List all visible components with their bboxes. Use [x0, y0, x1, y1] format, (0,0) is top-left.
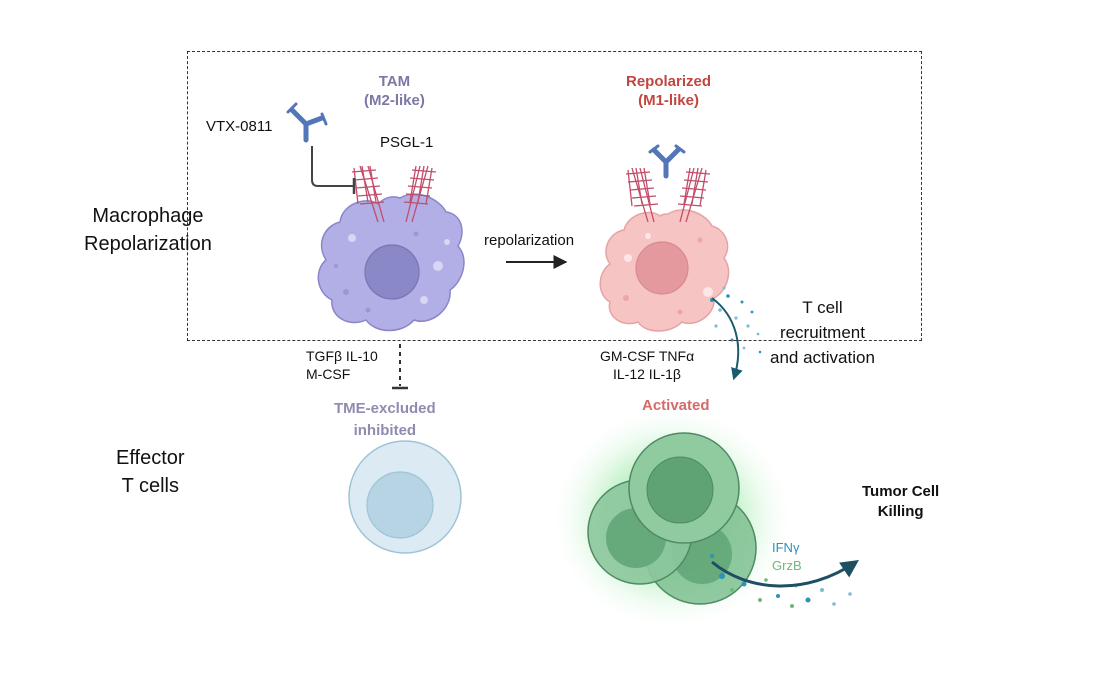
cytokine-dots-m1	[710, 286, 762, 354]
vtx0811-antibody	[286, 102, 328, 143]
drug-label: VTX-0811	[206, 118, 273, 135]
excluded-state-line-2: inhibited	[353, 422, 417, 439]
effector-section-label: Effector T cells	[116, 444, 185, 500]
macrophage-section-label: Macrophage Repolarization	[84, 202, 212, 258]
psgl1-receptors-tam	[351, 165, 437, 223]
repolarized-title-line-1: Repolarized	[626, 73, 712, 90]
ifn-label: IFNγ	[772, 540, 800, 555]
effector-section-line-2: T cells	[121, 475, 179, 497]
tam-title-line-2: (M2-like)	[364, 92, 425, 109]
tumor-killing-line-1: Tumor Cell	[862, 483, 940, 500]
transition-label: repolarization	[484, 232, 575, 249]
effector-section-line-1: Effector	[116, 447, 185, 469]
repolarization-frame	[187, 51, 922, 341]
inhibition-line	[311, 146, 354, 187]
tam-title: TAM (M2-like)	[364, 72, 425, 110]
tcell-recruitment-label: T cell recruitment and activation	[770, 295, 875, 370]
excluded-state-label: TME-excluded inhibited	[334, 398, 436, 442]
m1-macrophage	[599, 209, 730, 332]
m2-cytokines-line-2: M-CSF	[306, 366, 351, 382]
tam-title-line-1: TAM	[378, 73, 411, 90]
repolarized-title-line-2: (M1-like)	[638, 92, 699, 109]
tcell-recruitment-line-2: recruitment	[779, 323, 865, 342]
tcell-recruitment-line-3: and activation	[770, 348, 875, 367]
activated-state-label: Activated	[642, 397, 710, 414]
inactive-t-cell	[348, 440, 462, 554]
macrophage-section-line-1: Macrophage	[92, 205, 204, 227]
m2-cytokines-line-1: TGFβ IL-10	[306, 348, 378, 364]
excluded-state-line-1: TME-excluded	[334, 400, 436, 417]
killing-arrow	[711, 559, 859, 588]
repolarized-title: Repolarized (M1-like)	[626, 72, 711, 110]
tam-macrophage	[317, 193, 465, 332]
receptor-label: PSGL-1	[380, 134, 434, 151]
m2-cytokines: TGFβ IL-10 M-CSF	[306, 347, 378, 383]
psgl1-receptors-m1	[625, 167, 711, 223]
effector-dots	[710, 554, 852, 608]
tumor-killing-line-2: Killing	[877, 503, 924, 520]
macrophage-section-line-2: Repolarization	[84, 233, 212, 255]
m1-cytokines-line-2: IL-12 IL-1β	[613, 366, 681, 382]
recruitment-arrow	[711, 297, 743, 381]
m1-cytokines-line-1: GM-CSF TNFα	[600, 348, 695, 364]
tumor-killing-label: Tumor Cell Killing	[862, 482, 939, 522]
m1-cytokines: GM-CSF TNFα IL-12 IL-1β	[600, 347, 694, 383]
bound-antibody	[648, 144, 686, 179]
tcell-recruitment-line-1: T cell	[802, 298, 843, 317]
grzb-label: GrzB	[772, 558, 802, 573]
activated-t-cells	[587, 432, 757, 605]
